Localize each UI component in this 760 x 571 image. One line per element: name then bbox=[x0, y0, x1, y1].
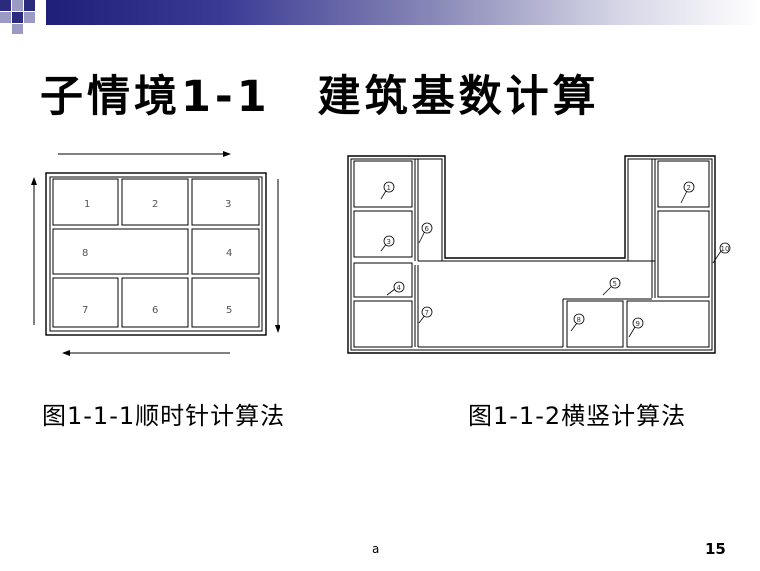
figure-clockwise-drawing: 1 2 3 8 4 7 6 5 bbox=[31, 151, 280, 356]
banner-square bbox=[24, 12, 35, 23]
figure-grid-method: 1 2 3 4 5 6 7 8 9 10 bbox=[345, 153, 735, 358]
cell-label: 8 bbox=[82, 248, 88, 259]
marker-label: 6 bbox=[425, 225, 430, 233]
marker-label: 9 bbox=[636, 320, 640, 328]
header-banner bbox=[0, 0, 760, 34]
cell-label: 2 bbox=[152, 199, 158, 210]
marker-label: 4 bbox=[397, 284, 402, 292]
arrow-up-icon bbox=[31, 177, 37, 185]
cell-label: 1 bbox=[84, 199, 90, 210]
figure-clockwise: 1 2 3 8 4 7 6 5 bbox=[30, 145, 280, 360]
banner-square bbox=[0, 12, 11, 23]
page-number: 15 bbox=[705, 540, 726, 558]
marker-label: 10 bbox=[721, 245, 730, 253]
marker-label: 2 bbox=[687, 184, 691, 192]
arrow-down-icon bbox=[275, 325, 280, 333]
marker-label: 7 bbox=[425, 309, 429, 317]
figure-grid-method-drawing: 1 2 3 4 5 6 7 8 9 10 bbox=[347, 155, 731, 354]
arrow-right-icon bbox=[223, 151, 231, 157]
banner-square bbox=[24, 0, 35, 11]
figure1-caption: 图1-1-1顺时针计算法 bbox=[42, 402, 286, 430]
cell-label: 4 bbox=[226, 248, 232, 259]
marker-label: 5 bbox=[613, 280, 617, 288]
cell-label: 6 bbox=[152, 305, 158, 316]
banner-square bbox=[12, 12, 23, 23]
banner-gradient-bar bbox=[46, 0, 760, 25]
cell-label: 5 bbox=[226, 305, 232, 316]
slide-title: 子情境1-1 建筑基数计算 bbox=[40, 72, 600, 122]
banner-square bbox=[0, 0, 11, 11]
arrow-left-icon bbox=[62, 350, 70, 356]
cell-label: 3 bbox=[225, 199, 231, 210]
footer-mark: a bbox=[372, 542, 380, 556]
cell-label: 7 bbox=[82, 305, 88, 316]
banner-square bbox=[12, 0, 23, 11]
marker-label: 1 bbox=[387, 184, 391, 192]
marker-label: 8 bbox=[577, 316, 581, 324]
banner-square bbox=[12, 24, 23, 34]
marker-label: 3 bbox=[387, 238, 391, 246]
figure2-caption: 图1-1-2横竖计算法 bbox=[468, 402, 687, 430]
